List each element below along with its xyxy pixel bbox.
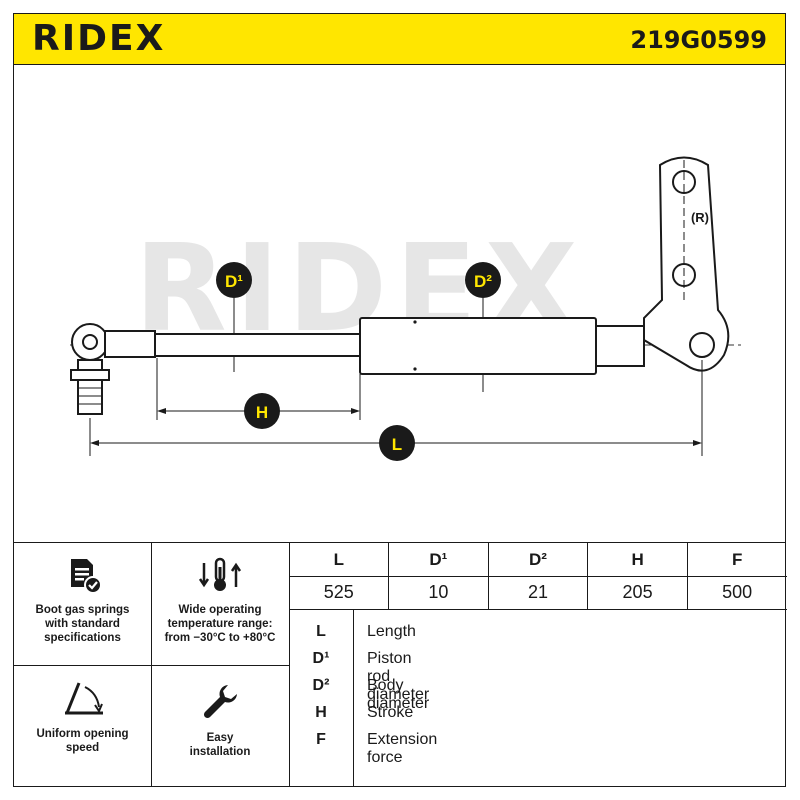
- spec-table-values: 525 10 21 205 500: [289, 576, 787, 609]
- feature-temperature-range: Wide operating temperature range: from −…: [151, 555, 289, 645]
- gas-spring-drawing: RIDEX (R) D¹ D² H: [70, 156, 745, 461]
- h-label: H: [256, 403, 268, 422]
- spec-value-cell: 21: [527, 582, 548, 602]
- d1-marker: [216, 262, 252, 298]
- spec-value-cell: 10: [428, 582, 449, 602]
- feature-text: Boot gas springs with standard specifica…: [35, 604, 130, 644]
- spec-table-header: L D¹ D² H F: [289, 543, 787, 576]
- legend-key: F: [316, 731, 326, 748]
- cylinder-end-cap: [595, 325, 645, 367]
- ball-socket-end: [70, 323, 156, 415]
- spec-value-cell: 205: [622, 582, 653, 602]
- side-mark: (R): [691, 210, 709, 225]
- d2-label: D²: [474, 272, 492, 291]
- technical-drawing-frame: [13, 65, 786, 542]
- spec-value-cell: 500: [722, 582, 753, 602]
- piston-rod: [154, 333, 361, 357]
- legend-desc: Length: [367, 623, 416, 640]
- legend-key: H: [315, 704, 327, 721]
- spec-header-cell: L: [333, 549, 344, 569]
- legend-desc: Body diameter: [367, 677, 430, 712]
- legend-key: D²: [312, 677, 330, 694]
- feature-text: Easy installation: [189, 732, 251, 758]
- opening-angle-icon: [64, 682, 103, 715]
- mounting-bracket: [643, 156, 730, 372]
- spec-header-cell: D¹: [429, 549, 448, 569]
- cylinder-body: [359, 317, 597, 375]
- feature-standard-specs: Boot gas springs with standard specifica…: [14, 555, 151, 645]
- thermometer-icon: [198, 557, 242, 591]
- document-check-icon: [70, 559, 102, 594]
- feature-uniform-speed: Uniform opening speed: [14, 677, 151, 755]
- legend-desc: Extension force: [367, 731, 438, 766]
- d1-label: D¹: [225, 272, 243, 291]
- feature-text: Uniform opening speed: [36, 728, 129, 754]
- spec-header-cell: F: [731, 549, 743, 569]
- info-panel: Boot gas springs with standard specifica…: [13, 542, 787, 787]
- l-label: L: [392, 435, 402, 454]
- spec-value-cell: 525: [323, 582, 354, 602]
- l-marker: [379, 425, 415, 461]
- wrench-icon: [203, 685, 237, 719]
- h-marker: [244, 393, 280, 429]
- header-bar: RIDEX 219G0599: [13, 13, 786, 65]
- d2-marker: [465, 262, 501, 298]
- part-number: 219G0599: [630, 26, 767, 54]
- brand-logo: RIDEX: [32, 18, 166, 59]
- spec-table: L D¹ D² H F 525 10 21 205 500: [289, 543, 787, 610]
- feature-easy-installation: Easy installation: [151, 681, 289, 759]
- legend-key: D¹: [312, 650, 330, 667]
- feature-text: Wide operating temperature range: from −…: [164, 604, 276, 644]
- legend-key: L: [316, 623, 326, 640]
- spec-header-cell: D²: [529, 549, 547, 569]
- legend-desc: Piston rod diameter: [367, 650, 430, 703]
- legend-desc: Stroke: [367, 704, 414, 721]
- spec-header-cell: H: [631, 549, 644, 569]
